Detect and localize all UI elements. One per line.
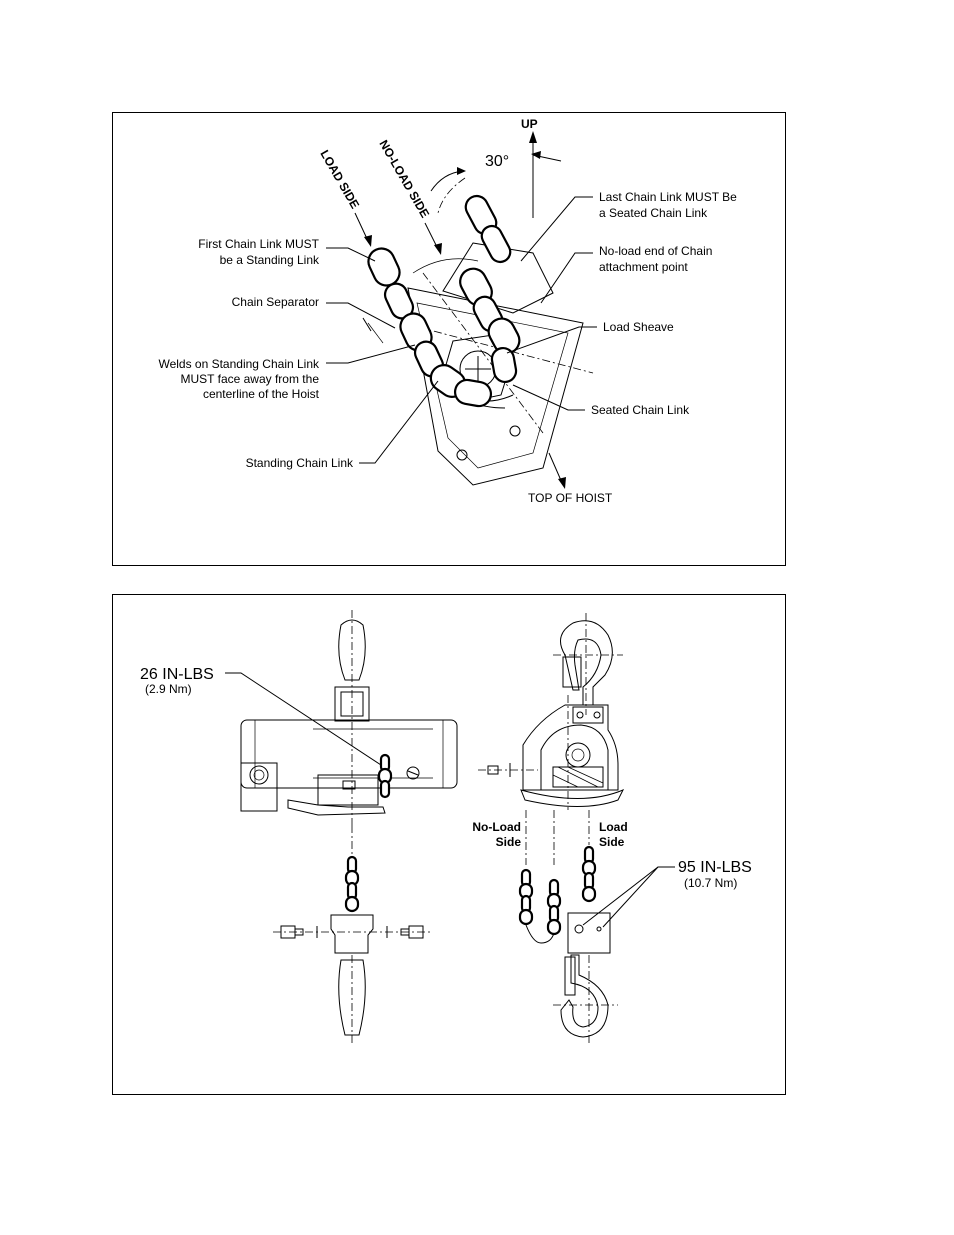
last-link-label-1: Last Chain Link MUST Be <box>599 190 737 204</box>
no-load-side-label: NO-LOAD SIDE <box>376 138 432 221</box>
no-load-label-2: Side <box>496 835 522 849</box>
mount-hole <box>456 449 468 461</box>
no-load-end-label-1: No-load end of Chain <box>599 244 712 258</box>
welds-label-2: MUST face away from the <box>181 372 320 386</box>
no-load-end-label-2: attachment point <box>599 260 688 274</box>
leader-last-link <box>520 196 593 262</box>
welds-label-3: centerline of the Hoist <box>203 387 320 401</box>
welds-label-1: Welds on Standing Chain Link <box>158 357 320 371</box>
leader-torque-large-2 <box>602 866 659 928</box>
load-label-2: Side <box>599 835 625 849</box>
load-side-arrow <box>354 212 372 247</box>
leader-torque-large-1 <box>582 866 675 926</box>
torque-small-metric: (2.9 Nm) <box>145 682 192 696</box>
no-load-side-chain <box>459 194 521 384</box>
leader-load-sheave <box>506 326 597 354</box>
up-arrow <box>529 131 537 218</box>
chain-reeving-panel: UP 30° LOAD SIDE NO-LOAD SIDE <box>112 112 786 566</box>
load-sheave-label: Load Sheave <box>603 320 674 334</box>
chain-reeving-diagram: UP 30° LOAD SIDE NO-LOAD SIDE <box>158 117 737 505</box>
torque-spec-diagram: 26 IN-LBS (2.9 Nm) <box>140 610 752 1045</box>
hoist-front-view <box>478 613 625 1045</box>
load-label-1: Load <box>599 820 628 834</box>
no-load-side-arrow <box>424 222 442 255</box>
leader-chain-separator <box>326 302 396 329</box>
last-link-label-2: a Seated Chain Link <box>599 206 708 220</box>
chain-separator <box>362 317 372 332</box>
torque-large-label: 95 IN-LBS <box>678 859 752 876</box>
leader-seated-link <box>512 384 585 411</box>
torque-large-metric: (10.7 Nm) <box>684 876 737 890</box>
load-side-label: LOAD SIDE <box>317 148 362 212</box>
chain-separator-label: Chain Separator <box>232 295 319 309</box>
first-link-label-2: be a Standing Link <box>220 253 320 267</box>
load-side-chain <box>367 247 493 408</box>
leader-no-load-end <box>540 252 593 304</box>
angle-indicator <box>430 151 562 214</box>
leader-standing-link <box>359 380 439 464</box>
top-of-hoist-label: TOP OF HOIST <box>528 491 613 505</box>
hoist-body <box>367 242 594 486</box>
leader-welds <box>326 344 416 364</box>
first-link-label-1: First Chain Link MUST <box>198 237 319 251</box>
leader-first-link <box>326 247 376 262</box>
up-label: UP <box>521 117 538 131</box>
seated-link-label: Seated Chain Link <box>591 403 690 417</box>
no-load-label-1: No-Load <box>472 820 521 834</box>
torque-spec-panel: 26 IN-LBS (2.9 Nm) <box>112 594 786 1095</box>
standing-link-label: Standing Chain Link <box>246 456 354 470</box>
top-of-hoist-arrow <box>548 452 566 489</box>
torque-small-label: 26 IN-LBS <box>140 666 214 683</box>
mount-hole <box>509 425 521 437</box>
angle-label: 30° <box>485 153 509 170</box>
hoist-side-view <box>240 610 458 1045</box>
leader-torque-small <box>225 672 382 766</box>
